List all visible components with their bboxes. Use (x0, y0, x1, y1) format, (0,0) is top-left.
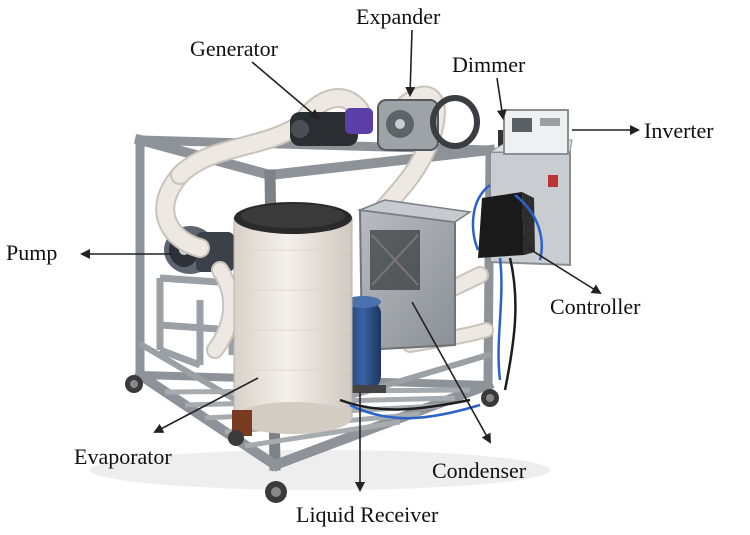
label-liquid-receiver: Liquid Receiver (296, 502, 439, 527)
generator-body (290, 108, 373, 146)
arrow-condenser (411, 301, 491, 444)
liquid-receiver-tank (340, 296, 386, 393)
label-inverter: Inverter (644, 118, 714, 143)
label-expander: Expander (356, 4, 441, 29)
label-generator: Generator (190, 36, 278, 61)
arrow-expander (405, 29, 416, 97)
arrow-dimmer (496, 77, 507, 120)
casters (125, 375, 499, 503)
arrow-evaporator (153, 377, 259, 433)
label-controller: Controller (550, 294, 641, 319)
expander-body (377, 95, 480, 151)
controller-box (478, 192, 535, 258)
cables (339, 184, 543, 420)
label-condenser: Condenser (432, 458, 527, 483)
evaporator-cylinder (232, 202, 353, 436)
label-evaporator: Evaporator (74, 444, 172, 469)
floor-shadow (90, 450, 550, 490)
label-dimmer: Dimmer (452, 52, 526, 77)
leader-arrows (80, 29, 640, 492)
arrow-controller (527, 247, 602, 295)
arrow-generator (251, 61, 320, 120)
inverter-body (503, 109, 569, 155)
label-pump: Pump (6, 240, 58, 265)
